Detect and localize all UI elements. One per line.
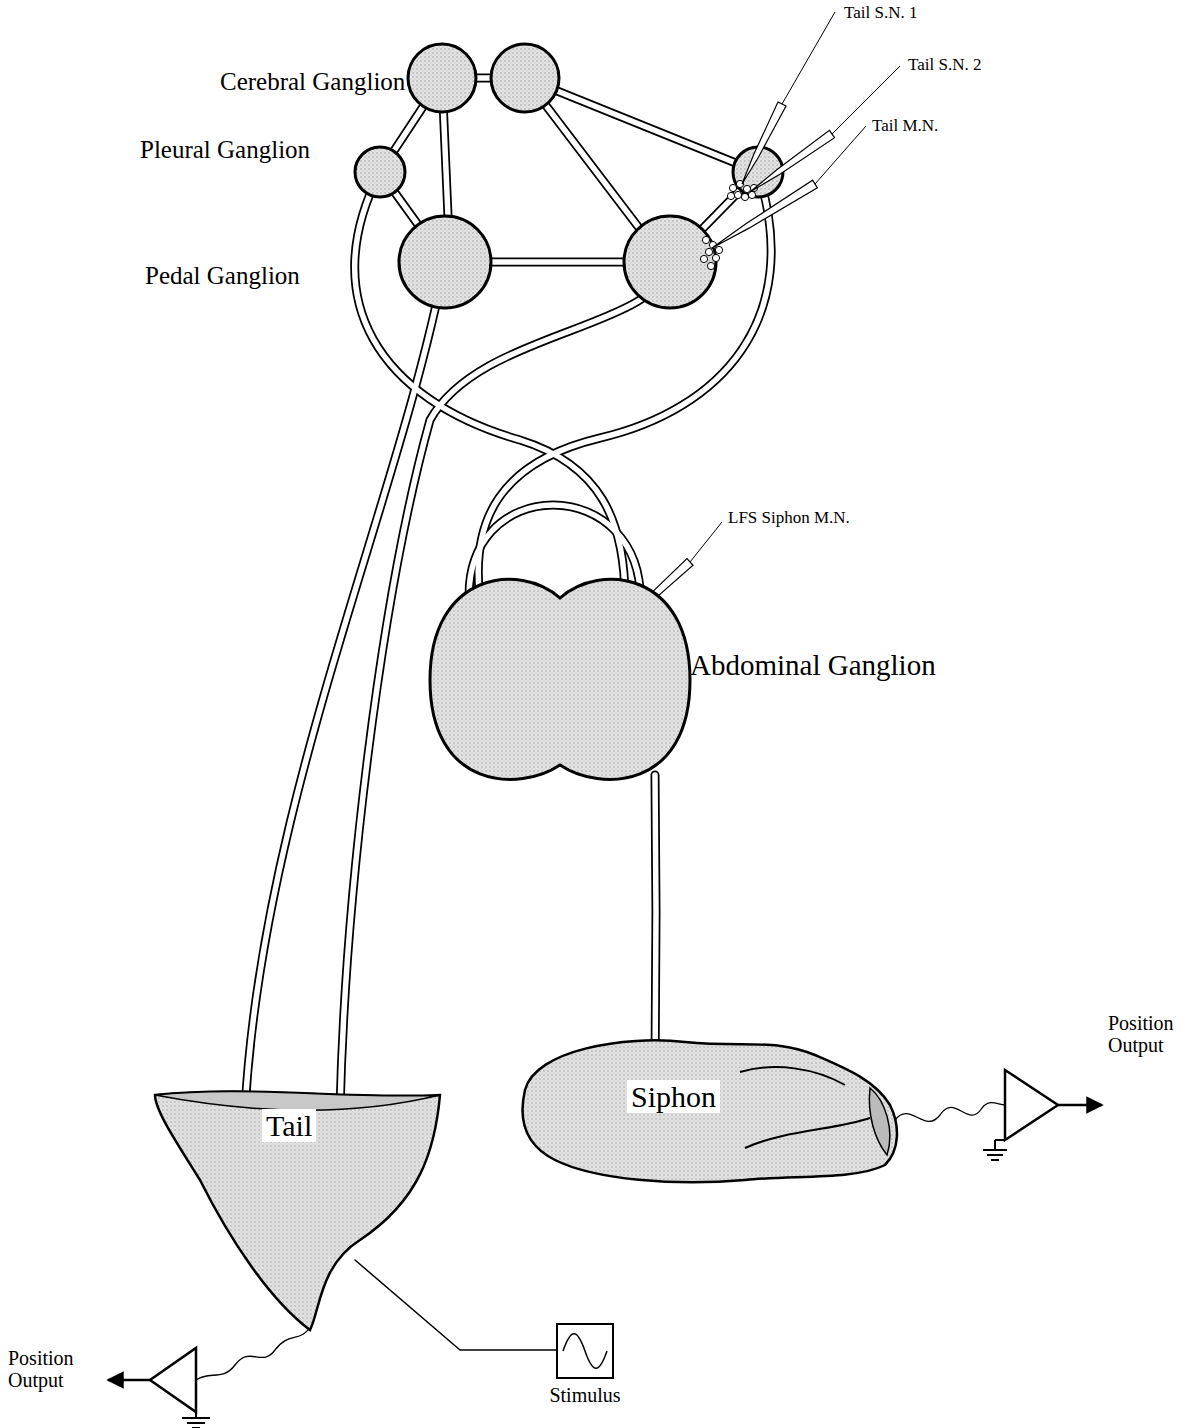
connector-line xyxy=(355,1260,557,1350)
leader-line xyxy=(690,522,722,562)
connector-core xyxy=(655,775,656,1070)
output-label: Position Output xyxy=(8,1347,92,1391)
leader-line xyxy=(782,12,835,104)
node-label: Tail xyxy=(262,1109,316,1142)
neuron-cell xyxy=(705,248,712,255)
neuron-cell xyxy=(727,192,734,199)
neuron-cell xyxy=(729,184,736,191)
leader-line xyxy=(815,126,866,184)
electrode-label: Tail S.N. 2 xyxy=(908,56,981,75)
ganglion-circles xyxy=(355,44,783,308)
stimulus-box: Stimulus xyxy=(545,1322,625,1412)
electrode-label: Tail M.N. xyxy=(872,117,938,136)
electrodes xyxy=(604,12,900,641)
stimulus-wire xyxy=(355,1260,557,1350)
abdominal-ganglion: Abdominal Ganglion xyxy=(425,570,995,795)
ganglion-label: Cerebral Ganglion xyxy=(220,68,405,96)
neuron-cell xyxy=(748,191,755,198)
tail-amplifier xyxy=(108,1324,312,1428)
node-outline xyxy=(425,570,995,795)
ganglion-label: Pleural Ganglion xyxy=(140,136,310,164)
node-label: Abdominal Ganglion xyxy=(690,650,936,682)
neuron-cell xyxy=(702,236,709,243)
neuron-cell xyxy=(741,193,748,200)
neuron-cell xyxy=(743,185,750,192)
nerve-connector xyxy=(655,775,656,1070)
connector-line xyxy=(655,775,656,1070)
tail-body: Tail xyxy=(150,1085,445,1335)
node-label: Stimulus xyxy=(549,1384,620,1406)
nerve-inner xyxy=(245,78,771,1110)
nerve-outer xyxy=(245,78,771,1110)
neuron-cell xyxy=(712,254,719,261)
electrode-label: Tail S.N. 1 xyxy=(844,4,917,23)
electrode-pipette xyxy=(750,130,835,192)
neuron-cell xyxy=(700,255,707,262)
neuron-cell xyxy=(734,191,741,198)
node-label: Siphon xyxy=(627,1080,720,1113)
siphon-amplifier xyxy=(895,1070,1102,1160)
neuron-cell xyxy=(707,262,714,269)
electrode-pipette xyxy=(712,180,817,248)
siphon-body: Siphon xyxy=(515,1030,905,1190)
neuron-cell xyxy=(715,246,722,253)
output-label: Position Output xyxy=(1108,1012,1192,1056)
electrode-label: LFS Siphon M.N. xyxy=(728,509,850,528)
ganglion-label: Pedal Ganglion xyxy=(145,262,300,290)
